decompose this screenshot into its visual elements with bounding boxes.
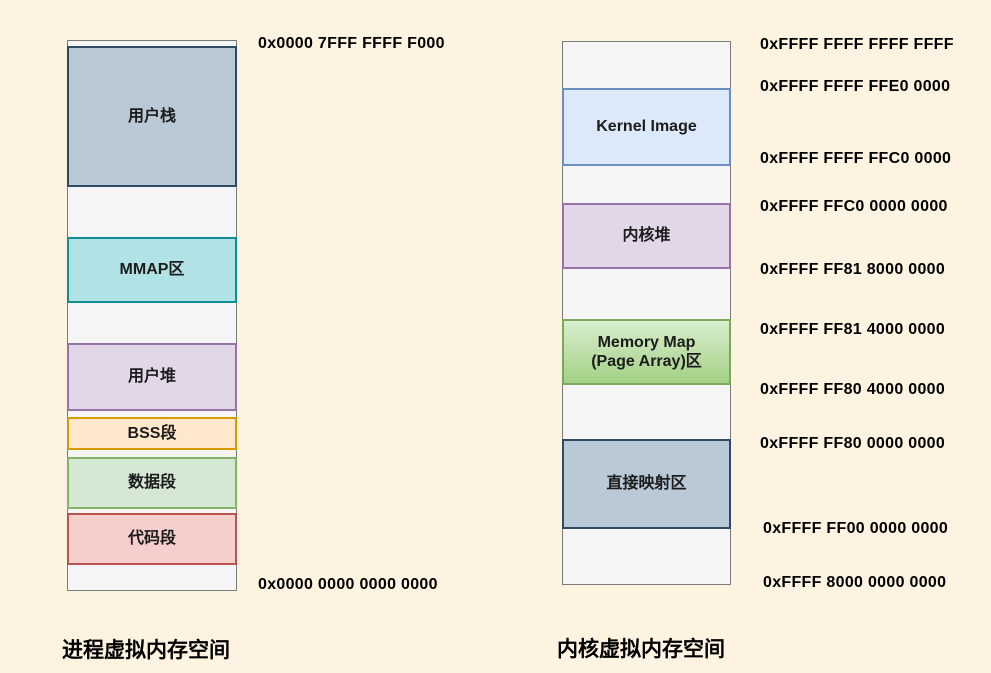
segment-direct-map-label: 直接映射区 [606,475,687,493]
segment-memory-map-label-line1: Memory Map [597,333,696,351]
segment-kernel-image-label: Kernel Image [596,118,697,136]
segment-bss: BSS段 [67,417,237,450]
address-label-kernel-5: 0xFFFF FF81 4000 0000 [760,321,946,338]
segment-user-stack-label: 用户栈 [127,107,176,125]
address-label-process-bottom: 0x0000 0000 0000 0000 [258,576,438,593]
process-space-title: 进程虚拟内存空间 [62,639,230,662]
segment-code-label: 代码段 [127,530,176,548]
address-label-kernel-8: 0xFFFF FF00 0000 0000 [763,520,949,537]
segment-mmap-label: MMAP区 [119,261,185,279]
address-label-kernel-9: 0xFFFF 8000 0000 0000 [763,574,947,591]
segment-direct-map: 直接映射区 [562,439,731,529]
address-label-kernel-2: 0xFFFF FFFF FFC0 0000 [760,150,952,167]
address-label-kernel-3: 0xFFFF FFC0 0000 0000 [760,198,948,215]
segment-user-stack: 用户栈 [67,46,237,187]
address-label-kernel-7: 0xFFFF FF80 0000 0000 [760,435,946,452]
address-label-process-top: 0x0000 7FFF FFFF F000 [258,35,445,52]
address-label-kernel-0: 0xFFFF FFFF FFFF FFFF [760,36,954,53]
segment-user-heap: 用户堆 [67,343,237,411]
segment-user-heap-label: 用户堆 [127,368,176,386]
segment-mmap: MMAP区 [67,237,237,303]
address-label-kernel-6: 0xFFFF FF80 4000 0000 [760,381,946,398]
address-label-kernel-4: 0xFFFF FF81 8000 0000 [760,261,946,278]
segment-kernel-heap-label: 内核堆 [622,227,671,245]
segment-kernel-image: Kernel Image [562,88,731,166]
kernel-memory-column: Kernel Image 内核堆 Memory Map (Page Array)… [562,41,731,585]
segment-kernel-heap: 内核堆 [562,203,731,269]
segment-data: 数据段 [67,457,237,509]
segment-memory-map-label-line2: (Page Array)区 [591,353,702,370]
segment-code: 代码段 [67,513,237,565]
segment-data-label: 数据段 [127,474,176,492]
segment-bss-label: BSS段 [127,424,177,442]
address-label-kernel-1: 0xFFFF FFFF FFE0 0000 [760,78,951,95]
kernel-space-title: 内核虚拟内存空间 [557,638,725,661]
segment-memory-map: Memory Map (Page Array)区 [562,319,731,385]
process-memory-column: 用户栈 MMAP区 用户堆 BSS段 数据段 代码段 [67,40,237,591]
